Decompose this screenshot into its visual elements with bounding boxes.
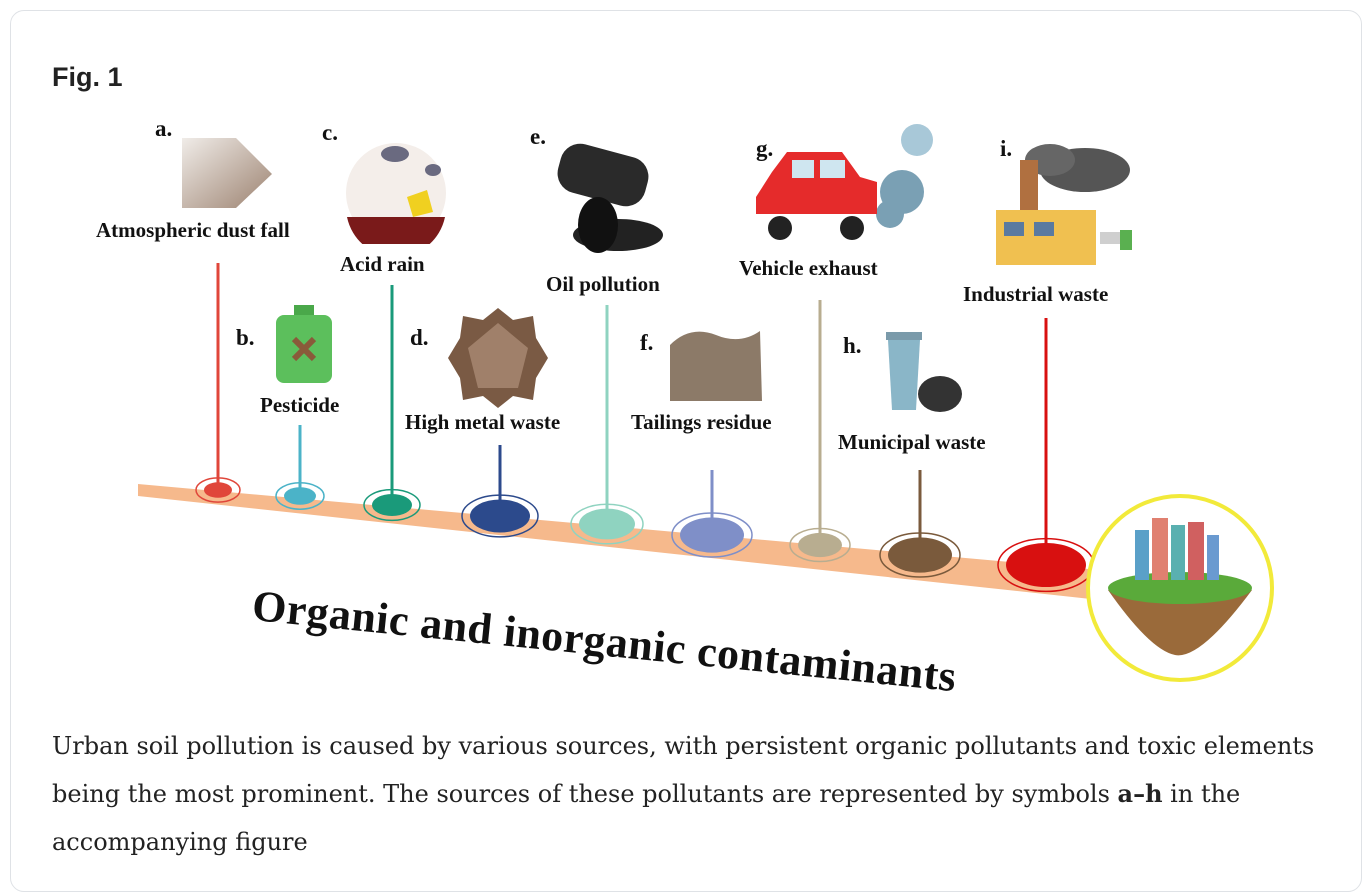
vehicle-exhaust-icon: [756, 124, 933, 240]
source-label-vehicle-exhaust: Vehicle exhaust: [739, 256, 878, 280]
pesticide-icon: [276, 305, 332, 383]
source-letter-a: a.: [155, 116, 173, 141]
source-label-high-metal-waste: High metal waste: [405, 410, 561, 434]
caption-text-end: in the accompanying figure: [52, 780, 1241, 856]
source-letter-h: h.: [843, 333, 862, 358]
source-label-tailings-residue: Tailings residue: [631, 410, 772, 434]
industrial-factory-icon: [996, 144, 1132, 265]
source-label-atmospheric-dust-fall: Atmospheric dust fall: [96, 218, 290, 242]
oil-barrel-icon: [557, 143, 663, 253]
caption-text: Urban soil pollution is caused by variou…: [52, 732, 1315, 808]
source-letter-i: i.: [1000, 136, 1013, 161]
city-island-icon: [1086, 494, 1274, 682]
figure-caption: Urban soil pollution is caused by variou…: [52, 722, 1322, 866]
source-letter-f: f.: [640, 330, 654, 355]
dust-fall-icon: [182, 138, 272, 208]
figure-title: Fig. 1: [52, 62, 123, 92]
acid-rain-icon: [346, 143, 446, 244]
pollution-diagram: [138, 263, 1274, 682]
caption-symbols: a–h: [1117, 779, 1163, 808]
source-letter-d: d.: [410, 325, 429, 350]
tailings-residue-icon: [670, 331, 762, 401]
metal-waste-icon: [448, 308, 548, 408]
source-label-municipal-waste: Municipal waste: [838, 430, 986, 454]
source-letter-b: b.: [236, 325, 255, 350]
source-letter-c: c.: [322, 120, 338, 145]
source-letter-e: e.: [530, 124, 546, 149]
municipal-waste-bin-icon: [886, 332, 962, 412]
source-letter-g: g.: [756, 136, 774, 161]
source-label-pesticide: Pesticide: [260, 393, 340, 417]
source-label-industrial-waste: Industrial waste: [963, 282, 1109, 306]
source-label-oil-pollution: Oil pollution: [546, 272, 660, 296]
source-label-acid-rain: Acid rain: [340, 252, 425, 276]
